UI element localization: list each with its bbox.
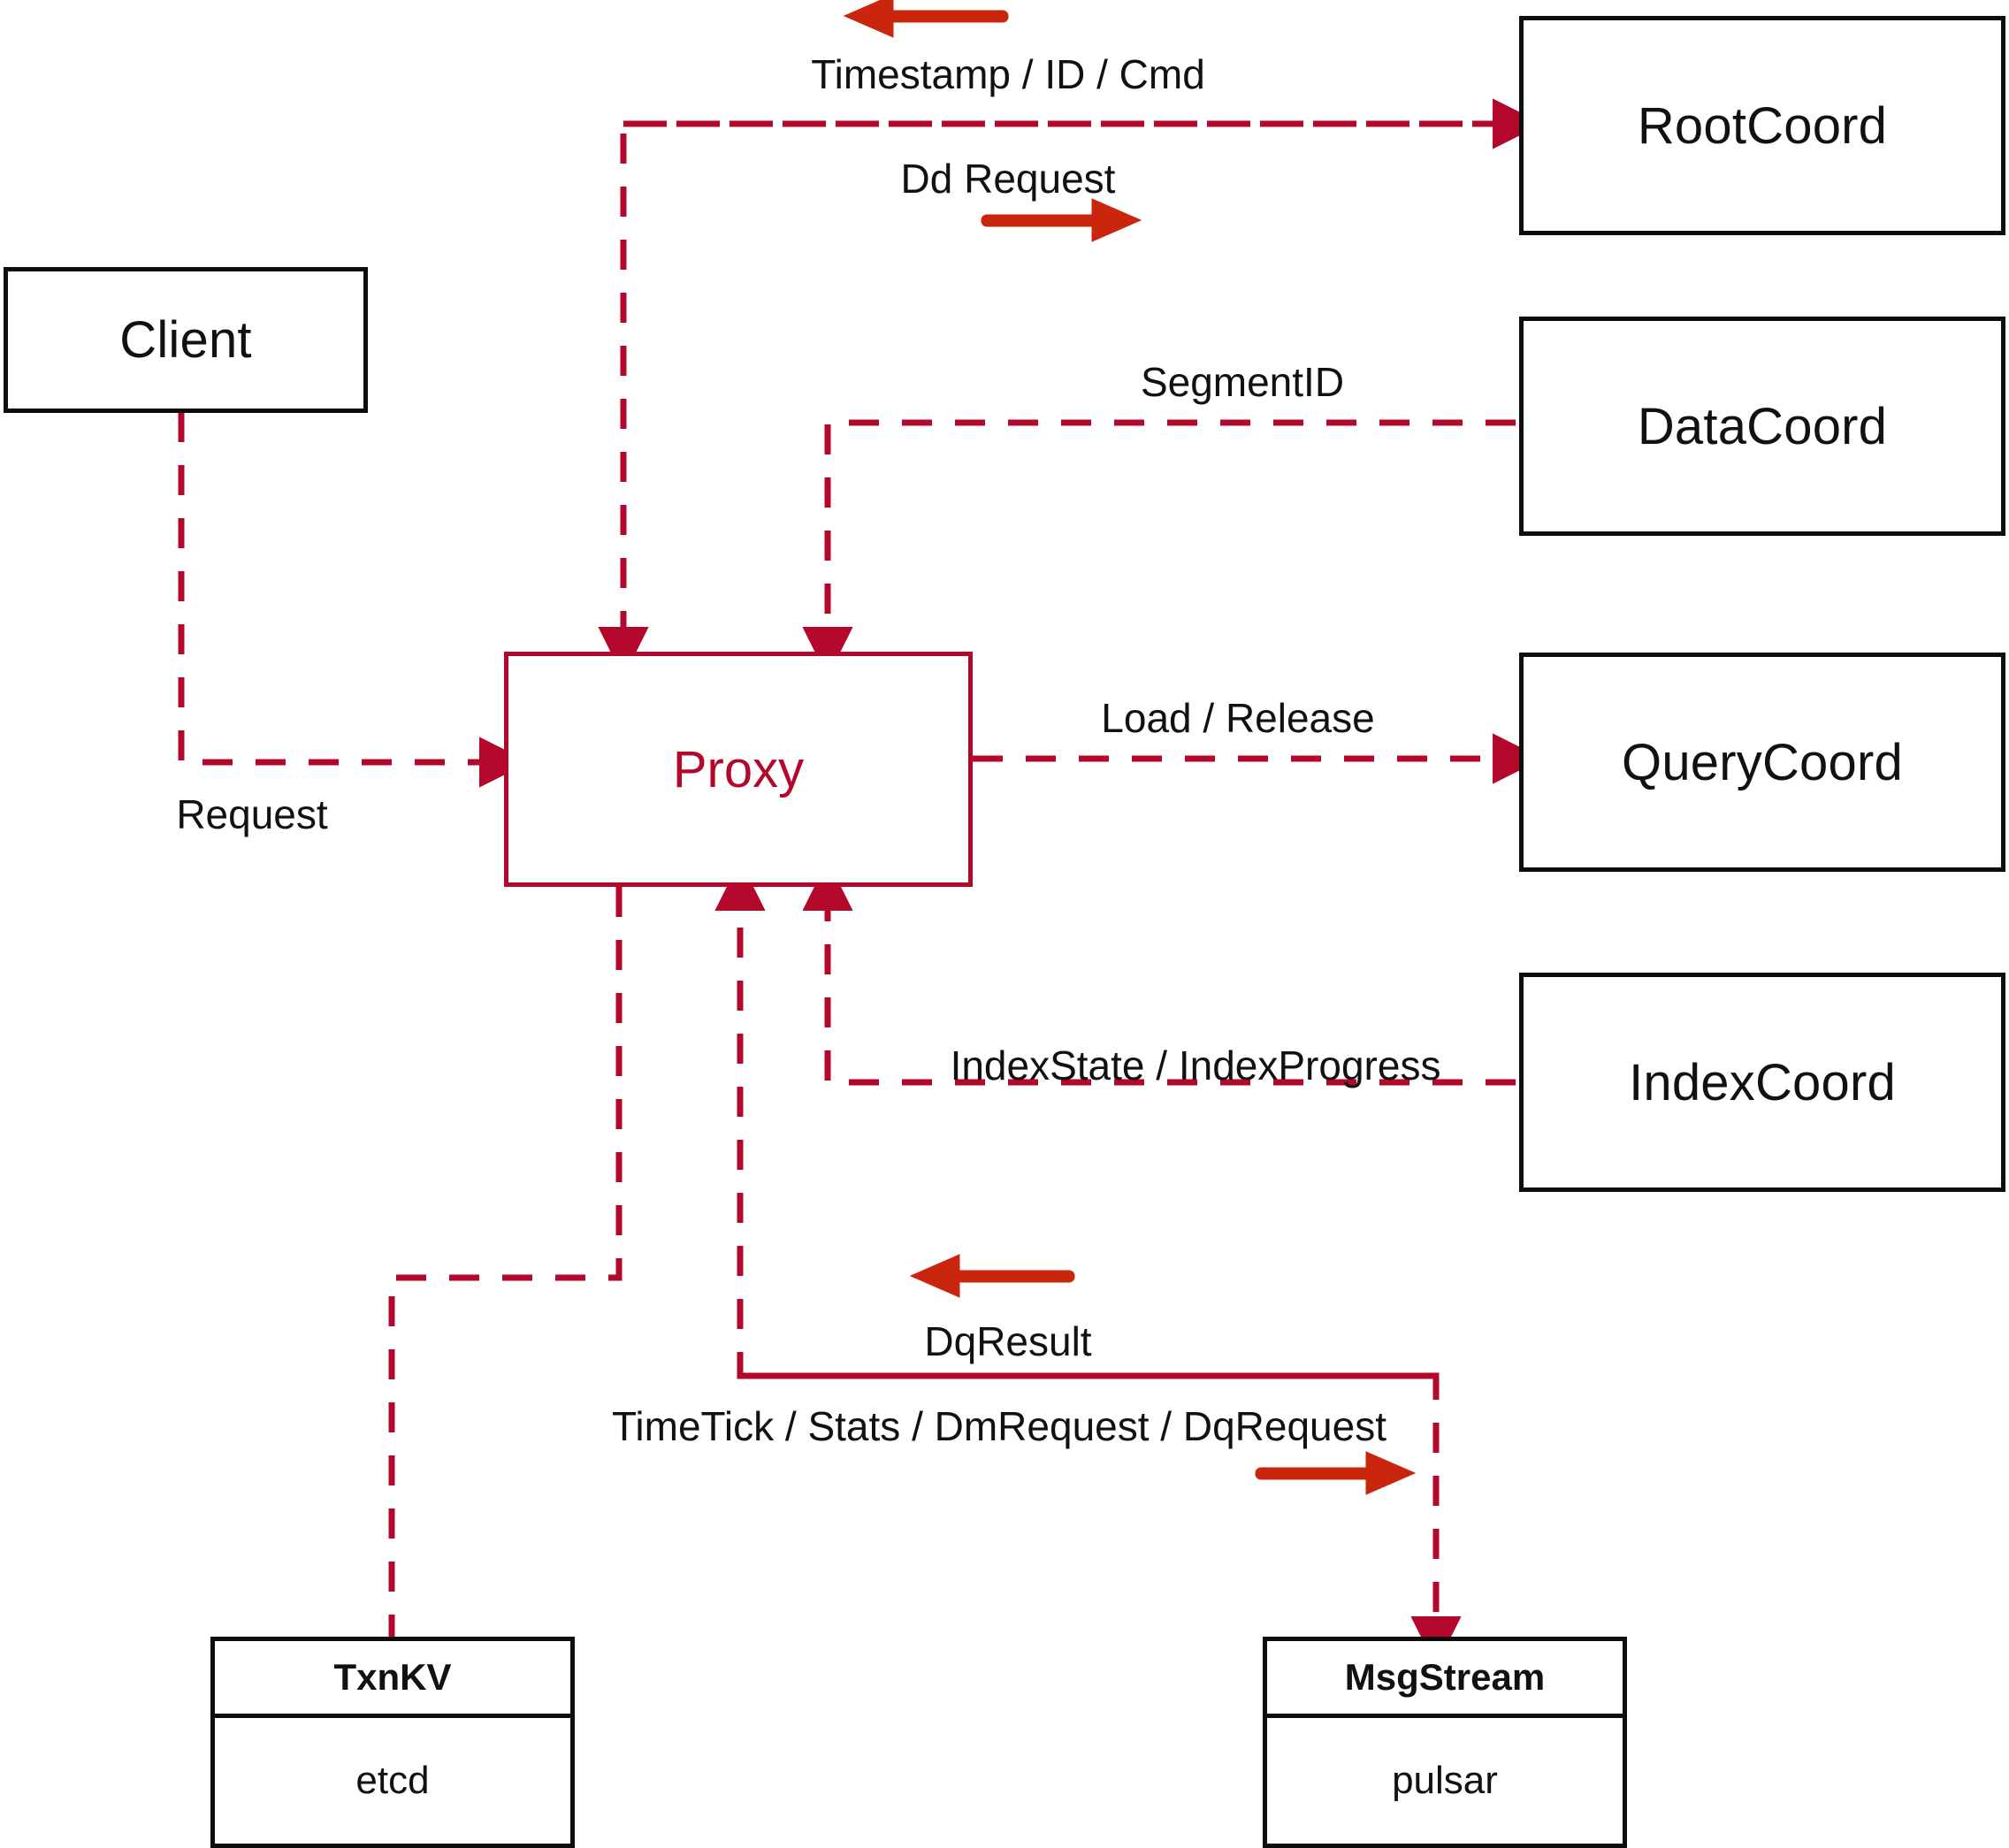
edge-label-indexstate-indexprogress: IndexState / IndexProgress <box>950 1042 1441 1088</box>
edge-label-dd-request: Dd Request <box>900 156 1116 202</box>
edge-msgstream-to-proxy <box>714 859 1436 1379</box>
store-msgstream-body: pulsar <box>1392 1759 1498 1802</box>
node-rootcoord-label: RootCoord <box>1637 96 1888 155</box>
edge-rootcoord-to-proxy <box>598 120 1516 678</box>
arrow-dqresult-icon <box>909 1254 1075 1298</box>
node-indexcoord[interactable]: IndexCoord <box>1519 973 2005 1192</box>
edge-label-dqresult: DqResult <box>924 1318 1092 1364</box>
node-proxy-label: Proxy <box>672 740 805 798</box>
node-datacoord-label: DataCoord <box>1637 397 1888 455</box>
edge-label-segmentid: SegmentID <box>1140 359 1345 405</box>
edge-proxy-to-msgstream <box>740 1372 1462 1668</box>
edge-client-proxy <box>178 412 531 788</box>
arrow-timestamp-icon <box>843 0 1009 38</box>
store-txnkv[interactable]: TxnKV etcd <box>210 1637 575 1848</box>
edge-indexcoord-to-proxy <box>802 859 1516 1086</box>
edge-label-timetick-stats-dmrequest-dqrequest: TimeTick / Stats / DmRequest / DqRequest <box>612 1403 1386 1449</box>
store-msgstream-header: MsgStream <box>1267 1641 1623 1718</box>
node-proxy[interactable]: Proxy <box>504 652 973 887</box>
node-client[interactable]: Client <box>4 267 368 413</box>
edge-proxy-to-txnkv <box>388 887 623 1637</box>
edge-label-load-release: Load / Release <box>1101 695 1375 741</box>
edge-label-timestamp-id-cmd: Timestamp / ID / Cmd <box>811 51 1205 97</box>
node-querycoord[interactable]: QueryCoord <box>1519 653 2005 872</box>
edge-datacoord-to-proxy <box>802 419 1516 678</box>
node-querycoord-label: QueryCoord <box>1622 733 1903 791</box>
node-client-label: Client <box>119 311 252 369</box>
store-msgstream[interactable]: MsgStream pulsar <box>1263 1637 1627 1848</box>
node-rootcoord[interactable]: RootCoord <box>1519 16 2005 235</box>
node-datacoord[interactable]: DataCoord <box>1519 317 2005 536</box>
store-txnkv-body: etcd <box>355 1759 430 1802</box>
edge-label-request: Request <box>176 791 328 837</box>
arrow-ddrequest-icon <box>981 198 1142 242</box>
node-indexcoord-label: IndexCoord <box>1629 1053 1896 1111</box>
store-txnkv-header: TxnKV <box>215 1641 570 1718</box>
arrow-dqrequest-icon <box>1255 1451 1417 1495</box>
